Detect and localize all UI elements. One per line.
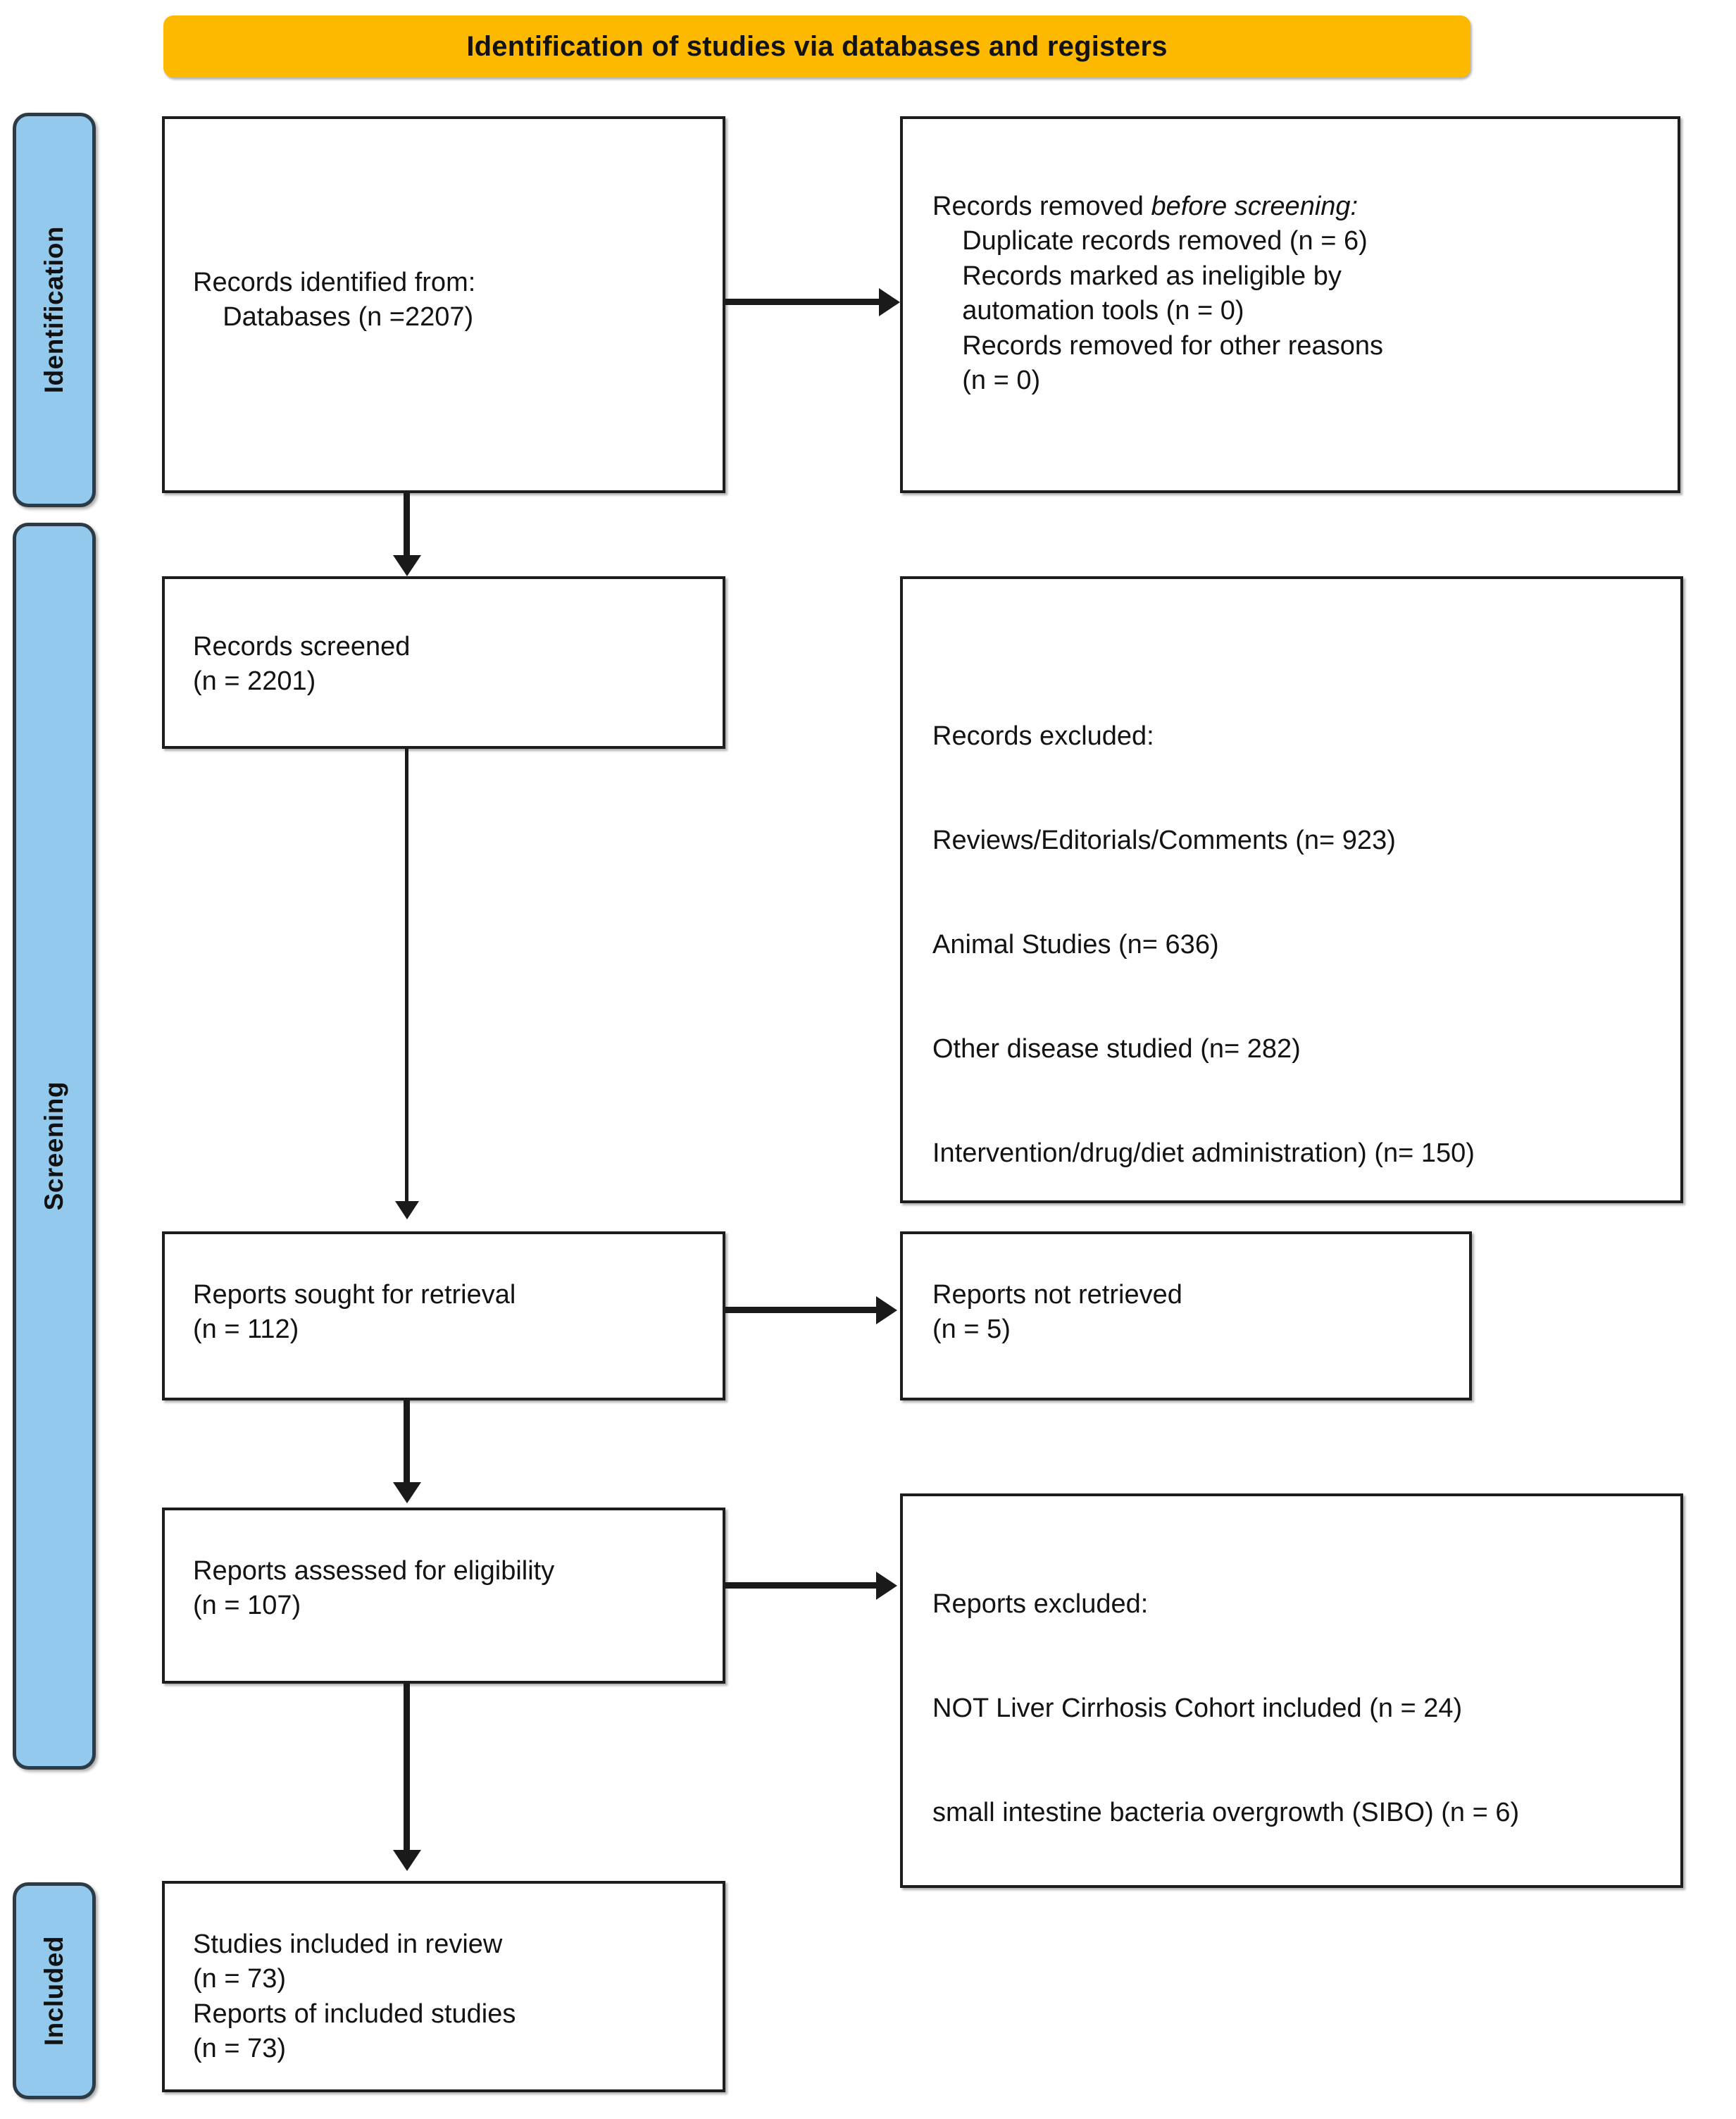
reports-excluded-heading: Reports excluded:	[932, 1589, 1149, 1619]
header-banner: Identification of studies via databases …	[163, 15, 1470, 77]
box-studies-included-text: Studies included in review (n = 73) Repo…	[193, 1930, 516, 2064]
records-excluded-item: Other disease studied (n= 282)	[932, 1034, 1301, 1064]
records-excluded-item: Animal Studies (n= 636)	[932, 930, 1219, 960]
records-removed-body: Duplicate records removed (n = 6) Record…	[962, 226, 1383, 395]
box-records-excluded-text: Records excluded: Reviews/Editorials/Com…	[932, 650, 1669, 1200]
box-records-removed: Records removed before screening: Duplic…	[900, 116, 1680, 493]
arrow-right-icon	[876, 1572, 897, 1600]
box-records-excluded: Records excluded: Reviews/Editorials/Com…	[900, 576, 1683, 1203]
stage-bar-included: Included	[13, 1882, 96, 2099]
stage-label-identification: Identification	[39, 226, 68, 394]
arrow-down-icon	[395, 1201, 419, 1219]
stage-label-screening: Screening	[39, 1081, 68, 1211]
connector-sought-to-not-retrieved	[725, 1307, 879, 1313]
box-records-identified-text: Records identified from: Databases (n =2…	[193, 268, 476, 333]
box-studies-included: Studies included in review (n = 73) Repo…	[162, 1881, 725, 2092]
records-excluded-item: Reviews/Editorials/Comments (n= 923)	[932, 825, 1396, 855]
reports-excluded-item: small intestine bacteria overgrowth (SIB…	[932, 1798, 1520, 1828]
arrow-right-icon	[876, 1296, 897, 1324]
box-records-identified: Records identified from: Databases (n =2…	[162, 116, 725, 493]
connector-assessed-to-reports-excluded	[725, 1582, 879, 1589]
box-reports-assessed: Reports assessed for eligibility (n = 10…	[162, 1508, 725, 1684]
box-records-screened: Records screened (n = 2201)	[162, 576, 725, 749]
page-title: Identification of studies via databases …	[466, 30, 1168, 62]
box-reports-not-retrieved-text: Reports not retrieved (n = 5)	[932, 1280, 1182, 1345]
records-excluded-item: Intervention/drug/diet administration) (…	[932, 1138, 1475, 1169]
connector-sought-to-assessed	[404, 1400, 410, 1485]
connector-identified-to-screened	[404, 493, 410, 558]
box-records-screened-text: Records screened (n = 2201)	[193, 632, 411, 697]
box-reports-assessed-text: Reports assessed for eligibility (n = 10…	[193, 1556, 555, 1621]
connector-screened-to-sought	[405, 749, 408, 1207]
stage-label-included: Included	[39, 1935, 68, 2046]
box-reports-excluded-text: Reports excluded: NOT Liver Cirrhosis Co…	[932, 1517, 1669, 1885]
records-excluded-heading: Records excluded:	[932, 721, 1154, 751]
box-reports-not-retrieved: Reports not retrieved (n = 5)	[900, 1231, 1472, 1400]
box-reports-sought-text: Reports sought for retrieval (n = 112)	[193, 1280, 516, 1345]
box-reports-excluded: Reports excluded: NOT Liver Cirrhosis Co…	[900, 1493, 1683, 1888]
connector-assessed-to-included	[404, 1684, 410, 1853]
reports-excluded-item: NOT Liver Cirrhosis Cohort included (n =…	[932, 1693, 1463, 1723]
arrow-down-icon	[393, 1482, 421, 1503]
arrow-down-icon	[393, 555, 421, 576]
box-reports-sought: Reports sought for retrieval (n = 112)	[162, 1231, 725, 1400]
box-records-removed-text: Records removed before screening: Duplic…	[932, 189, 1666, 398]
stage-bar-screening: Screening	[13, 523, 96, 1770]
arrow-right-icon	[879, 288, 900, 316]
arrow-down-icon	[393, 1850, 421, 1871]
records-removed-lead-italic: before screening:	[1151, 192, 1359, 221]
stage-bar-identification: Identification	[13, 113, 96, 507]
connector-identified-to-removed	[725, 299, 882, 305]
records-removed-lead: Records removed	[932, 192, 1151, 221]
